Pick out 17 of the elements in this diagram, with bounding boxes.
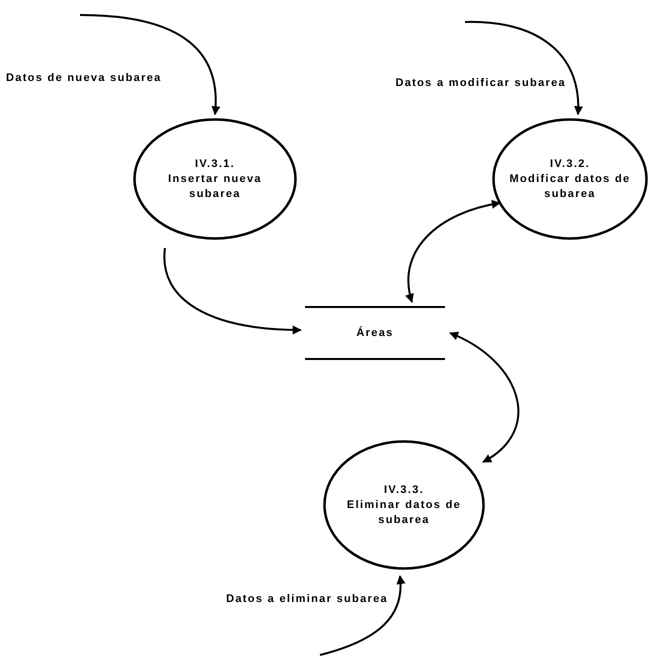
data-flow-arrow xyxy=(80,14,220,116)
process-number: IV.3.1. xyxy=(194,156,236,172)
store-name: Áreas xyxy=(355,326,395,340)
process-ellipse xyxy=(133,118,297,240)
process-name: Modificar datos de subarea xyxy=(508,172,632,202)
process-number: IV.3.3. xyxy=(382,482,426,498)
process-ellipse xyxy=(323,440,485,570)
process-name: Eliminar datos de subarea xyxy=(346,498,462,528)
data-flow-arrow xyxy=(406,200,501,303)
process-number: IV.3.2. xyxy=(548,156,592,172)
data-flow-arrow xyxy=(449,332,520,463)
data-flow-arrow xyxy=(320,575,405,656)
data-flow-arrow xyxy=(464,21,583,116)
process-name: Insertar nueva subarea xyxy=(167,172,263,202)
process-ellipse xyxy=(492,118,648,240)
data-store xyxy=(305,306,445,360)
data-flow-arrow xyxy=(164,248,302,334)
